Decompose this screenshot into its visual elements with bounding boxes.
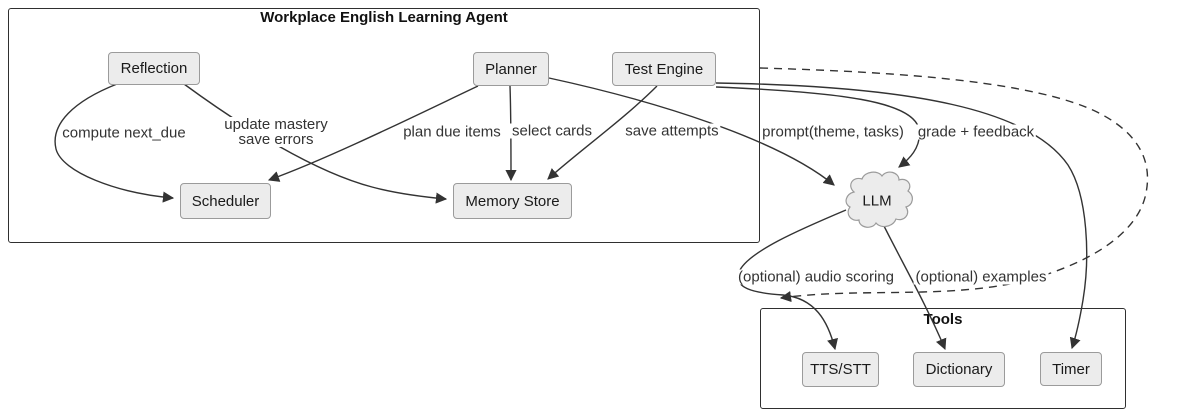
- agent-subgraph-title: Workplace English Learning Agent: [260, 9, 508, 26]
- edge-label-update-mastery: update mastery save errors: [222, 116, 330, 148]
- edge-label-save-attempts: save attempts: [623, 122, 721, 140]
- node-memory-store: Memory Store: [453, 183, 572, 219]
- edge-label-examples: (optional) examples: [913, 268, 1049, 286]
- node-test-engine: Test Engine: [612, 52, 716, 86]
- edge-label-audio-scoring: (optional) audio scoring: [736, 268, 896, 286]
- node-dictionary: Dictionary: [913, 352, 1005, 387]
- edge-label-grade-feedback: grade + feedback: [915, 123, 1037, 141]
- node-scheduler: Scheduler: [180, 183, 271, 219]
- edge-agent-tools-dashed: [759, 67, 1149, 303]
- edge-label-compute-next-due: compute next_due: [60, 124, 188, 142]
- tools-subgraph-title: Tools: [923, 311, 963, 328]
- edge-label-update-mastery-line1: update mastery: [224, 116, 328, 133]
- edge-label-update-mastery-line2: save errors: [238, 131, 314, 148]
- node-timer: Timer: [1040, 352, 1102, 386]
- node-reflection: Reflection: [108, 52, 200, 85]
- node-planner: Planner: [473, 52, 549, 86]
- edge-label-plan-due-items: plan due items: [401, 123, 503, 141]
- node-tts-stt: TTS/STT: [802, 352, 879, 387]
- edge-label-prompt: prompt(theme, tasks): [760, 123, 906, 141]
- edge-label-select-cards: select cards: [509, 122, 595, 140]
- node-llm-label: LLM: [862, 192, 892, 210]
